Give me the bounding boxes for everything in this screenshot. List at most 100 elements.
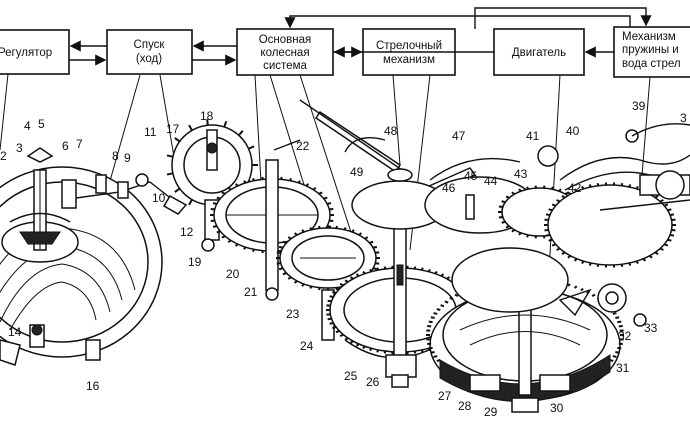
gear-tooth [217,198,221,199]
gear-tooth [506,226,509,227]
part-number-label: 44 [484,174,498,188]
gear-tooth [552,244,556,245]
part-number-label: 8 [112,149,119,163]
part-number-label: 16 [86,379,100,393]
gear-tooth [415,267,416,269]
gear-tooth [575,259,577,261]
gear-tooth [385,267,386,269]
gear-tooth [664,244,668,245]
gear-tooth [310,286,311,288]
gear-tooth [502,201,506,202]
gear-tooth [253,249,254,251]
gear-tooth [557,249,560,251]
gear-tooth [377,268,378,270]
gear-tooth [527,235,528,237]
part-number-label: 20 [226,267,240,281]
gear-tooth [636,261,638,263]
gear-tooth [253,178,254,180]
gear-tooth [359,233,362,235]
gear-tooth [385,351,386,353]
block-hands-label-2: механизм [383,54,435,66]
gear-tooth [290,178,291,180]
gear-tooth [370,269,372,271]
block-regulator: Регулятор [0,30,69,74]
part-number-label: 25 [344,369,358,383]
part-number-label: 3 [16,141,23,155]
gear-tooth [279,247,283,248]
gear-tooth [437,309,441,310]
gear-tooth [434,356,438,357]
part-number-label: 45 [464,169,478,183]
gear-tooth [590,185,591,187]
part-number-label: 17 [166,122,180,136]
gear-tooth [499,206,503,207]
part-number-label: 23 [286,307,300,321]
gear-tooth [330,323,334,324]
gear-tooth [546,214,550,215]
gear-tooth [228,240,231,242]
gear-tooth [519,233,521,235]
gear-tooth [249,146,254,148]
gear-tooth [506,196,509,197]
gear-tooth [592,294,595,296]
gear-tooth [167,173,173,174]
part-number-label: 30 [550,401,564,415]
gear-tooth [668,240,672,241]
gear-tooth [288,237,291,239]
block-winding-label-3: вода стрел [622,58,681,70]
gear-tooth [283,242,286,243]
gear-tooth [340,335,343,336]
gear-tooth [629,185,630,187]
block-motor: Двигатель [494,29,584,75]
gear-tooth [441,305,444,306]
gear-tooth [336,331,339,332]
gear-tooth [636,186,638,188]
gear-tooth [629,263,630,265]
gear-tooth [429,348,433,349]
gear-tooth [590,263,591,265]
gear-tooth [217,231,221,232]
block-hands-label-1: Стрелочный [376,40,442,52]
gear-tooth [650,256,653,258]
gear-tooth [445,301,448,302]
part-number-label: 41 [526,129,540,143]
gear-tooth [581,289,583,291]
part-number-label: 28 [458,399,472,413]
gear-tooth [236,244,238,246]
gear-tooth [239,131,243,135]
gear-tooth [244,247,246,249]
part-number-label: 12 [180,225,194,239]
gear-tooth [613,356,617,357]
gear-tooth [447,277,450,279]
gear-tooth [330,296,334,297]
gear-tooth [345,280,348,282]
part-number-label: 18 [200,109,214,123]
gear-tooth [306,184,308,186]
gear-tooth [373,247,377,248]
gear-tooth [370,242,373,243]
gear-tooth [373,268,377,269]
part-number-label: 3 [680,111,687,125]
part-number-label: 47 [452,129,466,143]
part-number-label: 6 [62,139,69,153]
gear-tooth [319,288,320,290]
gear-tooth [655,196,658,198]
gear-tooth [283,273,286,274]
gear-tooth [327,203,331,204]
gear-tooth [224,121,226,127]
part-number-label: 27 [438,389,452,403]
gear-tooth [429,322,433,323]
block-wheel-train-label-2: колесная [260,47,309,59]
gear-tooth [319,226,320,228]
part-number-label: 10 [152,191,166,205]
part-number-label: 2 [0,149,7,163]
part-number-label: 26 [366,375,380,389]
gear-tooth [450,298,453,300]
block-winding-label-1: Механизм [622,31,676,43]
part-number-label: 5 [38,117,45,131]
gear-tooth [167,155,173,156]
gear-tooth [422,268,423,270]
gear-tooth [319,192,322,193]
gear-tooth [222,236,225,237]
part-number-label: 11 [144,125,157,139]
